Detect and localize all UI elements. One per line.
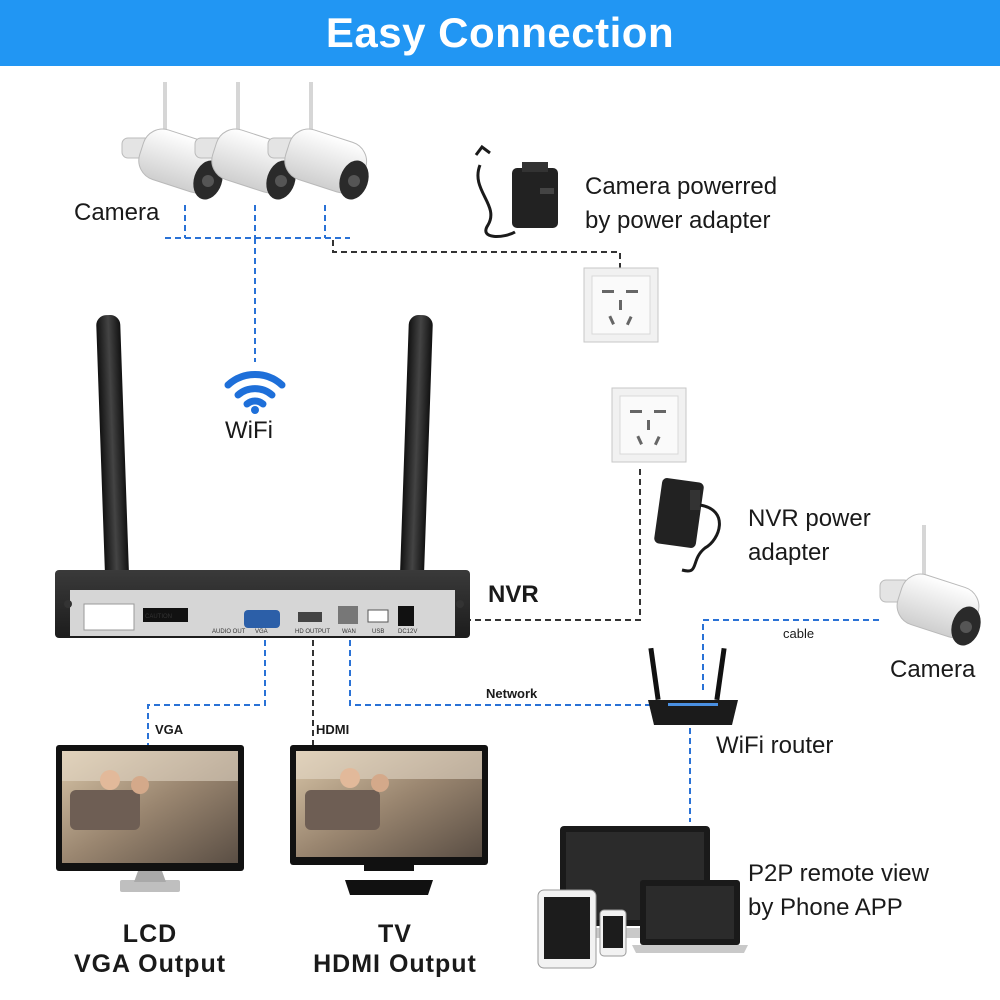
port-label-wan: WAN xyxy=(342,629,356,635)
nvr-device: CAUTION AUDIO OUT VGA HD OUTPUT WAN USB … xyxy=(55,315,470,638)
camera-right xyxy=(879,525,981,646)
lcd-monitor xyxy=(56,745,244,892)
camera-top-label: Camera xyxy=(74,199,160,226)
port-label-dc: DC12V xyxy=(398,629,417,635)
lcd-label-line2: VGA Output xyxy=(73,950,227,978)
page-title: Easy Connection xyxy=(325,9,675,56)
remote-devices xyxy=(537,826,748,969)
title-banner xyxy=(0,0,1000,66)
hdmi-label: HDMI xyxy=(316,722,350,737)
tv-label-line2: HDMI Output xyxy=(313,950,477,978)
wires xyxy=(147,205,880,822)
camera-power-label-line2: by power adapter xyxy=(585,207,771,234)
port-label-audio: AUDIO OUT xyxy=(212,629,246,635)
port-label-usb: USB xyxy=(372,629,384,635)
wire-nvr-power xyxy=(405,465,641,621)
nvr-label: NVR xyxy=(488,581,539,608)
lcd-label-line1: LCD xyxy=(122,920,178,948)
wifi-label: WiFi xyxy=(225,417,273,444)
vga-label: VGA xyxy=(155,722,184,737)
camera-group-top xyxy=(121,82,369,200)
tv-monitor xyxy=(290,745,488,895)
camera-power-adapter xyxy=(474,144,558,238)
camera-power-label-line1: Camera powerred xyxy=(585,173,778,200)
wire-network xyxy=(349,640,650,706)
camera-right-label: Camera xyxy=(890,656,976,683)
nvr-port-labels: AUDIO OUT VGA HD OUTPUT WAN USB DC12V xyxy=(212,629,417,635)
nvr-power-label-line2: adapter xyxy=(748,539,830,566)
wifi-router-label: WiFi router xyxy=(716,732,834,759)
p2p-label-line1: P2P remote view xyxy=(748,860,929,887)
network-label: Network xyxy=(486,686,538,701)
nvr-caution-label: CAUTION xyxy=(145,614,172,620)
wire-cable xyxy=(702,619,880,690)
tv-label-line1: TV xyxy=(378,920,412,948)
nvr-power-adapter xyxy=(654,478,721,573)
wire-vga xyxy=(147,640,266,745)
nvr-power-label-line1: NVR power xyxy=(748,505,871,532)
camera-3 xyxy=(267,82,369,200)
wifi-router xyxy=(648,647,738,725)
p2p-label-line2: by Phone APP xyxy=(748,894,903,921)
port-label-hd: HD OUTPUT xyxy=(295,629,330,635)
wall-socket-1 xyxy=(583,267,659,343)
port-label-vga: VGA xyxy=(255,629,268,635)
wifi-icon xyxy=(224,371,286,414)
cable-label: cable xyxy=(783,626,815,641)
wire-camera-power xyxy=(332,240,621,268)
wall-socket-2 xyxy=(611,387,687,463)
